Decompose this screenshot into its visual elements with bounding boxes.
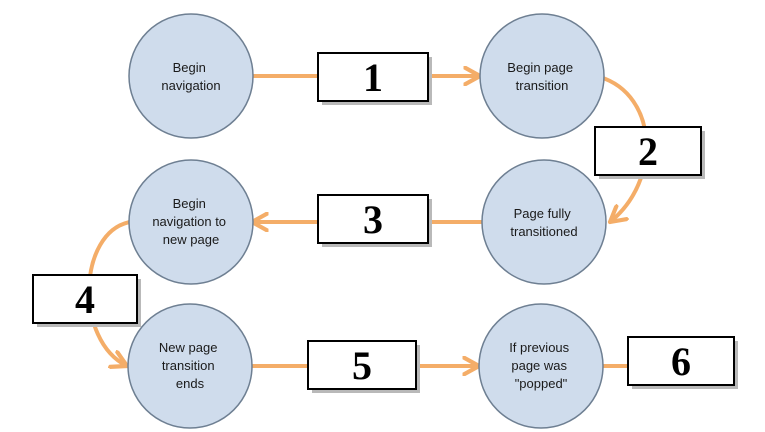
node-label-line: "popped" [515,376,568,391]
step-number: 4 [75,277,95,322]
node-circle [127,303,253,429]
node-circle [478,303,604,429]
node-begin-page-transition: Begin page transition [479,13,605,139]
step-box-6: 6 [627,336,738,389]
node-label-line: ends [176,376,205,391]
node-label-line: If previous [509,340,569,355]
step-number: 2 [638,129,658,174]
node-circle [128,159,254,285]
node-label-line: Page fully [514,206,572,221]
step-box-4: 4 [32,274,141,327]
svg-text:If previous page was: If previous page was "popped" [509,340,573,391]
step-number: 5 [352,343,372,388]
step-box-frame [317,194,429,244]
node-label-line: page was [511,358,567,373]
node-circle [479,13,605,139]
node-circle [481,159,607,285]
svg-text:Page fully transitione: Page fully transitioned [510,206,577,239]
step-box-frame [627,336,735,386]
node-if-previous-page-was-popped: If previous page was "popped" [478,303,604,429]
step-box-frame [307,340,417,390]
node-label-line: navigation to [152,214,226,229]
step-number: 3 [363,197,383,242]
node-label-line: transition [516,78,569,93]
node-circle [128,13,254,139]
step-box-5: 5 [307,340,420,393]
node-label-line: transitioned [510,224,577,239]
node-label-line: transition [162,358,215,373]
step-box-1: 1 [317,52,432,105]
node-label-line: navigation [161,78,220,93]
node-page-fully-transitioned: Page fully transitioned [481,159,607,285]
svg-text:Begin page transition: Begin page transition [507,60,576,93]
node-label-line: Begin [173,196,206,211]
step-box-frame [317,52,429,102]
node-begin-navigation-to-new-page: Begin navigation to new page [128,159,254,285]
step-box-3: 3 [317,194,432,247]
svg-text:Begin navigation: Begin navigation [161,60,220,93]
node-label-line: new page [163,232,219,247]
step-box-frame [594,126,702,176]
step-box-2: 2 [594,126,705,179]
step-box-frame [32,274,138,324]
node-label-line: New page [159,340,218,355]
node-new-page-transition-ends: New page transition ends [127,303,253,429]
step-number: 6 [671,339,691,384]
node-label-line: Begin page [507,60,573,75]
node-begin-navigation: Begin navigation [128,13,254,139]
step-number: 1 [363,55,383,100]
svg-text:New page transition: New page transition ends [159,340,221,391]
node-label-line: Begin [173,60,206,75]
svg-text:Begin navigation to: Begin navigation to new page [152,196,229,247]
